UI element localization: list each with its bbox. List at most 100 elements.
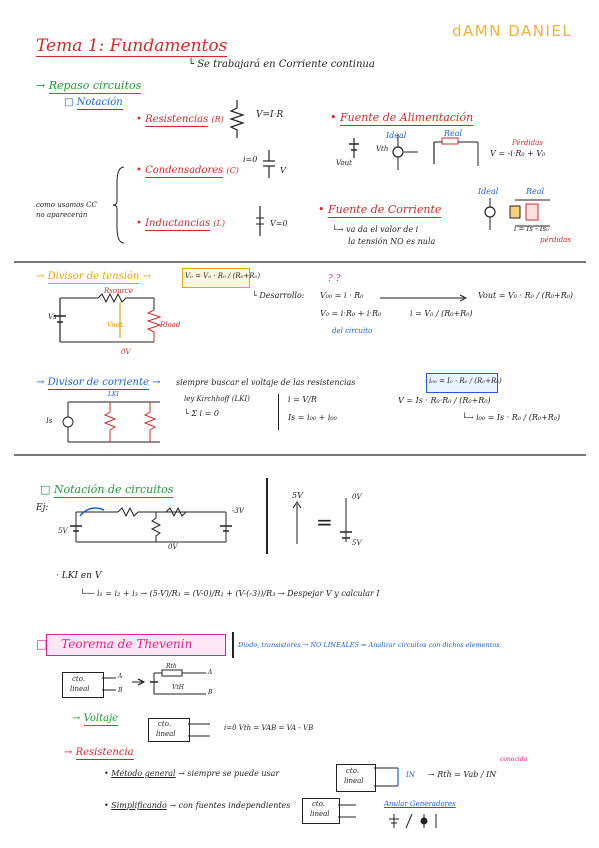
ex-minus3v: -3V [232, 507, 244, 515]
rth-eq-text: Rth = Vab / IN [437, 770, 497, 779]
cto-1a: cto. [72, 675, 86, 683]
cond-equation: i=0 [243, 155, 258, 164]
simplificando-label: Simplificando [111, 801, 167, 810]
lki-v-heading: · LKI en V [56, 571, 102, 581]
is-eq: Is = i₀₀ + i₀₀ [288, 413, 337, 422]
voltaje-leads [188, 723, 210, 737]
ex-0v: 0V [168, 543, 178, 551]
r-source-label: Rsource [104, 287, 133, 295]
a-label-2: A [208, 669, 213, 676]
cto-2a: cto. [158, 720, 172, 728]
resistencias-item: • Resistencias (R) [136, 114, 224, 127]
resistencias-label: Resistencias [145, 114, 209, 127]
r-load-label: Rload [160, 321, 181, 329]
b-label-2: B [208, 689, 213, 696]
voltaje-label: Voltaje [83, 713, 119, 726]
resistencia-probe [374, 767, 399, 787]
ej-label: Ej: [36, 503, 49, 513]
dt-formula-box [182, 268, 250, 288]
dev-arrow [380, 294, 468, 302]
anular-symbols [389, 813, 437, 829]
example-circuit [70, 506, 232, 543]
desarrollo-text: Desarrollo: [259, 291, 305, 300]
dc-separator [278, 394, 279, 430]
anular-label: Anular Generadores [384, 800, 456, 808]
ex-separator [266, 478, 268, 554]
fuente-corriente-item: • Fuente de Corriente [318, 203, 442, 218]
thevenin-separator [232, 632, 234, 658]
fuente-alimentacion-label: Fuente de Alimentación [340, 111, 474, 126]
cto-3b: lineal [344, 777, 364, 785]
cto-4a: cto. [312, 800, 326, 808]
b-label-1: B [118, 687, 123, 694]
cc-note-line1: como usamos CC [36, 201, 97, 209]
dc-formula: i₀₀ = I₀ · R₀ / (R₀+R₀) [429, 377, 502, 385]
cto-lineal-box-3 [336, 764, 376, 792]
rth-label: Rth [166, 663, 177, 670]
vout-circuit-label: Vout [107, 321, 123, 329]
thevenin-eq-diagram [102, 669, 206, 695]
resistor-symbol [229, 100, 245, 138]
desarrollo-label: └ Desarrollo: [252, 291, 305, 300]
divider-1 [14, 261, 586, 263]
cto-lineal-box-4 [302, 798, 340, 824]
page-title: Tema 1: Fundamentos [36, 36, 228, 57]
divisor-corriente-heading: → Divisor de corriente → [36, 377, 161, 390]
capacitor-symbol [263, 150, 275, 178]
idc-result-text: i₀₀ = Is · R₀ / (R₀+R₀) [476, 413, 561, 422]
bat-5v: 5V [352, 539, 362, 547]
vth-label-diagram: VtH [172, 684, 184, 691]
thevenin-heading: □ Teorema de Thevenin [36, 637, 193, 651]
simpl-leads [338, 804, 356, 818]
author-name: dAMN DANIEL [452, 22, 573, 40]
cto-1b: lineal [70, 685, 90, 693]
fuente-alimentacion-item: • Fuente de Alimentación [330, 111, 474, 126]
cto-2b: lineal [156, 730, 176, 738]
cond-v-label: V [280, 166, 286, 175]
section-repaso-heading: → Repaso circuitos [36, 79, 142, 94]
del-circuito-label: del circuito [332, 327, 373, 335]
real-label-2: Real [526, 187, 545, 196]
current-source-diagrams [484, 198, 550, 230]
ind-symbol: (L) [213, 219, 225, 228]
divisor-tension-label: Divisor de tensión [47, 271, 140, 284]
simpl-text: con fuentes independientes [178, 801, 291, 810]
dev-2: V₀ = i·R₀ + i·R₀ [320, 309, 382, 318]
resistencia-label: Resistencia [75, 747, 134, 760]
dev-2b: i = V₀ / (R₀+R₀) [410, 309, 473, 318]
cto-lineal-box-2 [148, 718, 190, 742]
perdidas-label-2: pérdidas [540, 236, 571, 244]
subtitle-text: Se trabajará en Corriente continua [197, 59, 375, 70]
fa-equation: V = -i·R₀ + V₀ [490, 149, 546, 158]
divisor-corriente-label: Divisor de corriente [47, 377, 149, 390]
equals-sign: = [316, 510, 333, 534]
cto-4b: lineal [310, 810, 330, 818]
ex-5v: 5V [58, 527, 68, 535]
resistencia-heading: → Resistencia [64, 747, 134, 760]
v-eq: V = Is · R₀·R₀ / (R₀+R₀) [398, 396, 491, 405]
conocida-label: conocida [500, 756, 528, 763]
i-eq: i = V/R [288, 395, 317, 404]
perdidas-label: Pérdidas [512, 139, 543, 147]
cto-3a: cto. [346, 767, 360, 775]
fc-note-1-text: va da el valor de i [346, 225, 419, 234]
is-label: Is [46, 417, 53, 425]
lki-equation: └── i₁ = i₂ + i₃ → (5-V)/R₁ = (V-0)/R₂ +… [80, 589, 380, 598]
ideal-label-2: Ideal [478, 187, 499, 196]
voltaje-heading: → Voltaje [72, 713, 119, 726]
dt-formula: V₀ = V₀ · R₀ / (R₀+R₀) [185, 272, 261, 280]
divider-2 [14, 454, 586, 456]
res-symbol: (R) [211, 115, 224, 124]
notacion-circuitos-heading: □ Notación de circuitos [40, 483, 174, 498]
cc-note-line2: no aparecerán [36, 211, 88, 219]
lki-eq-text: i₁ = i₂ + i₃ → (5-V)/R₁ = (V-0)/R₂ + (V-… [97, 589, 380, 598]
notacion-heading: □ Notación [64, 97, 123, 110]
inductancias-item: • Inductancias (L) [136, 218, 225, 231]
fc-note-2: la tensión NO es nula [348, 237, 436, 246]
top-5v: 5V [292, 491, 303, 500]
kirchhoff-label: ley Kirchhoff (LKI) [184, 395, 250, 403]
current-divider-circuit [62, 401, 160, 443]
vout-label: Vout [336, 159, 352, 167]
vth-label: Vth [376, 145, 389, 153]
q2: ? [335, 274, 341, 284]
